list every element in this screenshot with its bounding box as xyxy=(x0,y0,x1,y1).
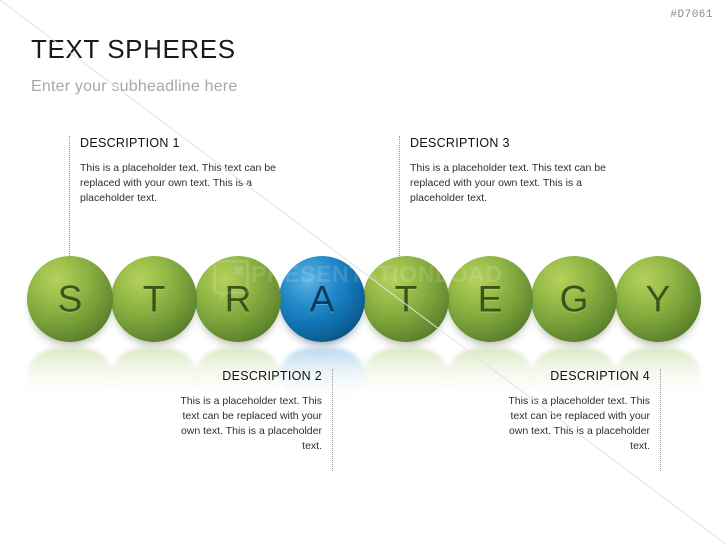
sphere-letter: T xyxy=(142,278,166,320)
sphere-letter: A xyxy=(309,278,335,320)
sphere-letter: T xyxy=(394,278,418,320)
description-body-4: This is a placeholder text. This text ca… xyxy=(508,395,650,452)
description-block-4[interactable]: DESCRIPTION 4 This is a placeholder text… xyxy=(508,369,661,471)
sphere-letter: G xyxy=(559,278,589,320)
description-heading-4: DESCRIPTION 4 xyxy=(550,369,650,383)
sphere-5[interactable]: T xyxy=(363,256,449,342)
description-heading-1: DESCRIPTION 1 xyxy=(80,136,180,150)
template-code: #D7061 xyxy=(670,9,713,21)
description-block-2[interactable]: DESCRIPTION 2 This is a placeholder text… xyxy=(180,369,333,471)
sphere-1[interactable]: S xyxy=(27,256,113,342)
description-block-1[interactable]: DESCRIPTION 1 This is a placeholder text… xyxy=(69,136,305,264)
page-subtitle[interactable]: Enter your subheadline here xyxy=(31,78,238,95)
sphere-7[interactable]: G xyxy=(531,256,617,342)
sphere-8[interactable]: Y xyxy=(615,256,701,342)
description-heading-2: DESCRIPTION 2 xyxy=(222,369,322,383)
sphere-reflection xyxy=(27,348,113,404)
sphere-letter: Y xyxy=(645,278,671,320)
page-title[interactable]: TEXT SPHERES xyxy=(31,34,236,64)
sphere-6[interactable]: E xyxy=(447,256,533,342)
sphere-letter: E xyxy=(477,278,503,320)
sphere-letter: R xyxy=(224,278,252,320)
description-body-2: This is a placeholder text. This text ca… xyxy=(180,395,322,452)
sphere-4[interactable]: A xyxy=(279,256,365,342)
description-block-3[interactable]: DESCRIPTION 3 This is a placeholder text… xyxy=(399,136,635,264)
sphere-2[interactable]: T xyxy=(111,256,197,342)
sphere-reflection xyxy=(363,348,449,404)
sphere-3[interactable]: R xyxy=(195,256,281,342)
sphere-letter: S xyxy=(57,278,83,320)
description-heading-3: DESCRIPTION 3 xyxy=(410,136,510,150)
description-body-3: This is a placeholder text. This text ca… xyxy=(410,162,606,204)
description-body-1: This is a placeholder text. This text ca… xyxy=(80,162,276,204)
